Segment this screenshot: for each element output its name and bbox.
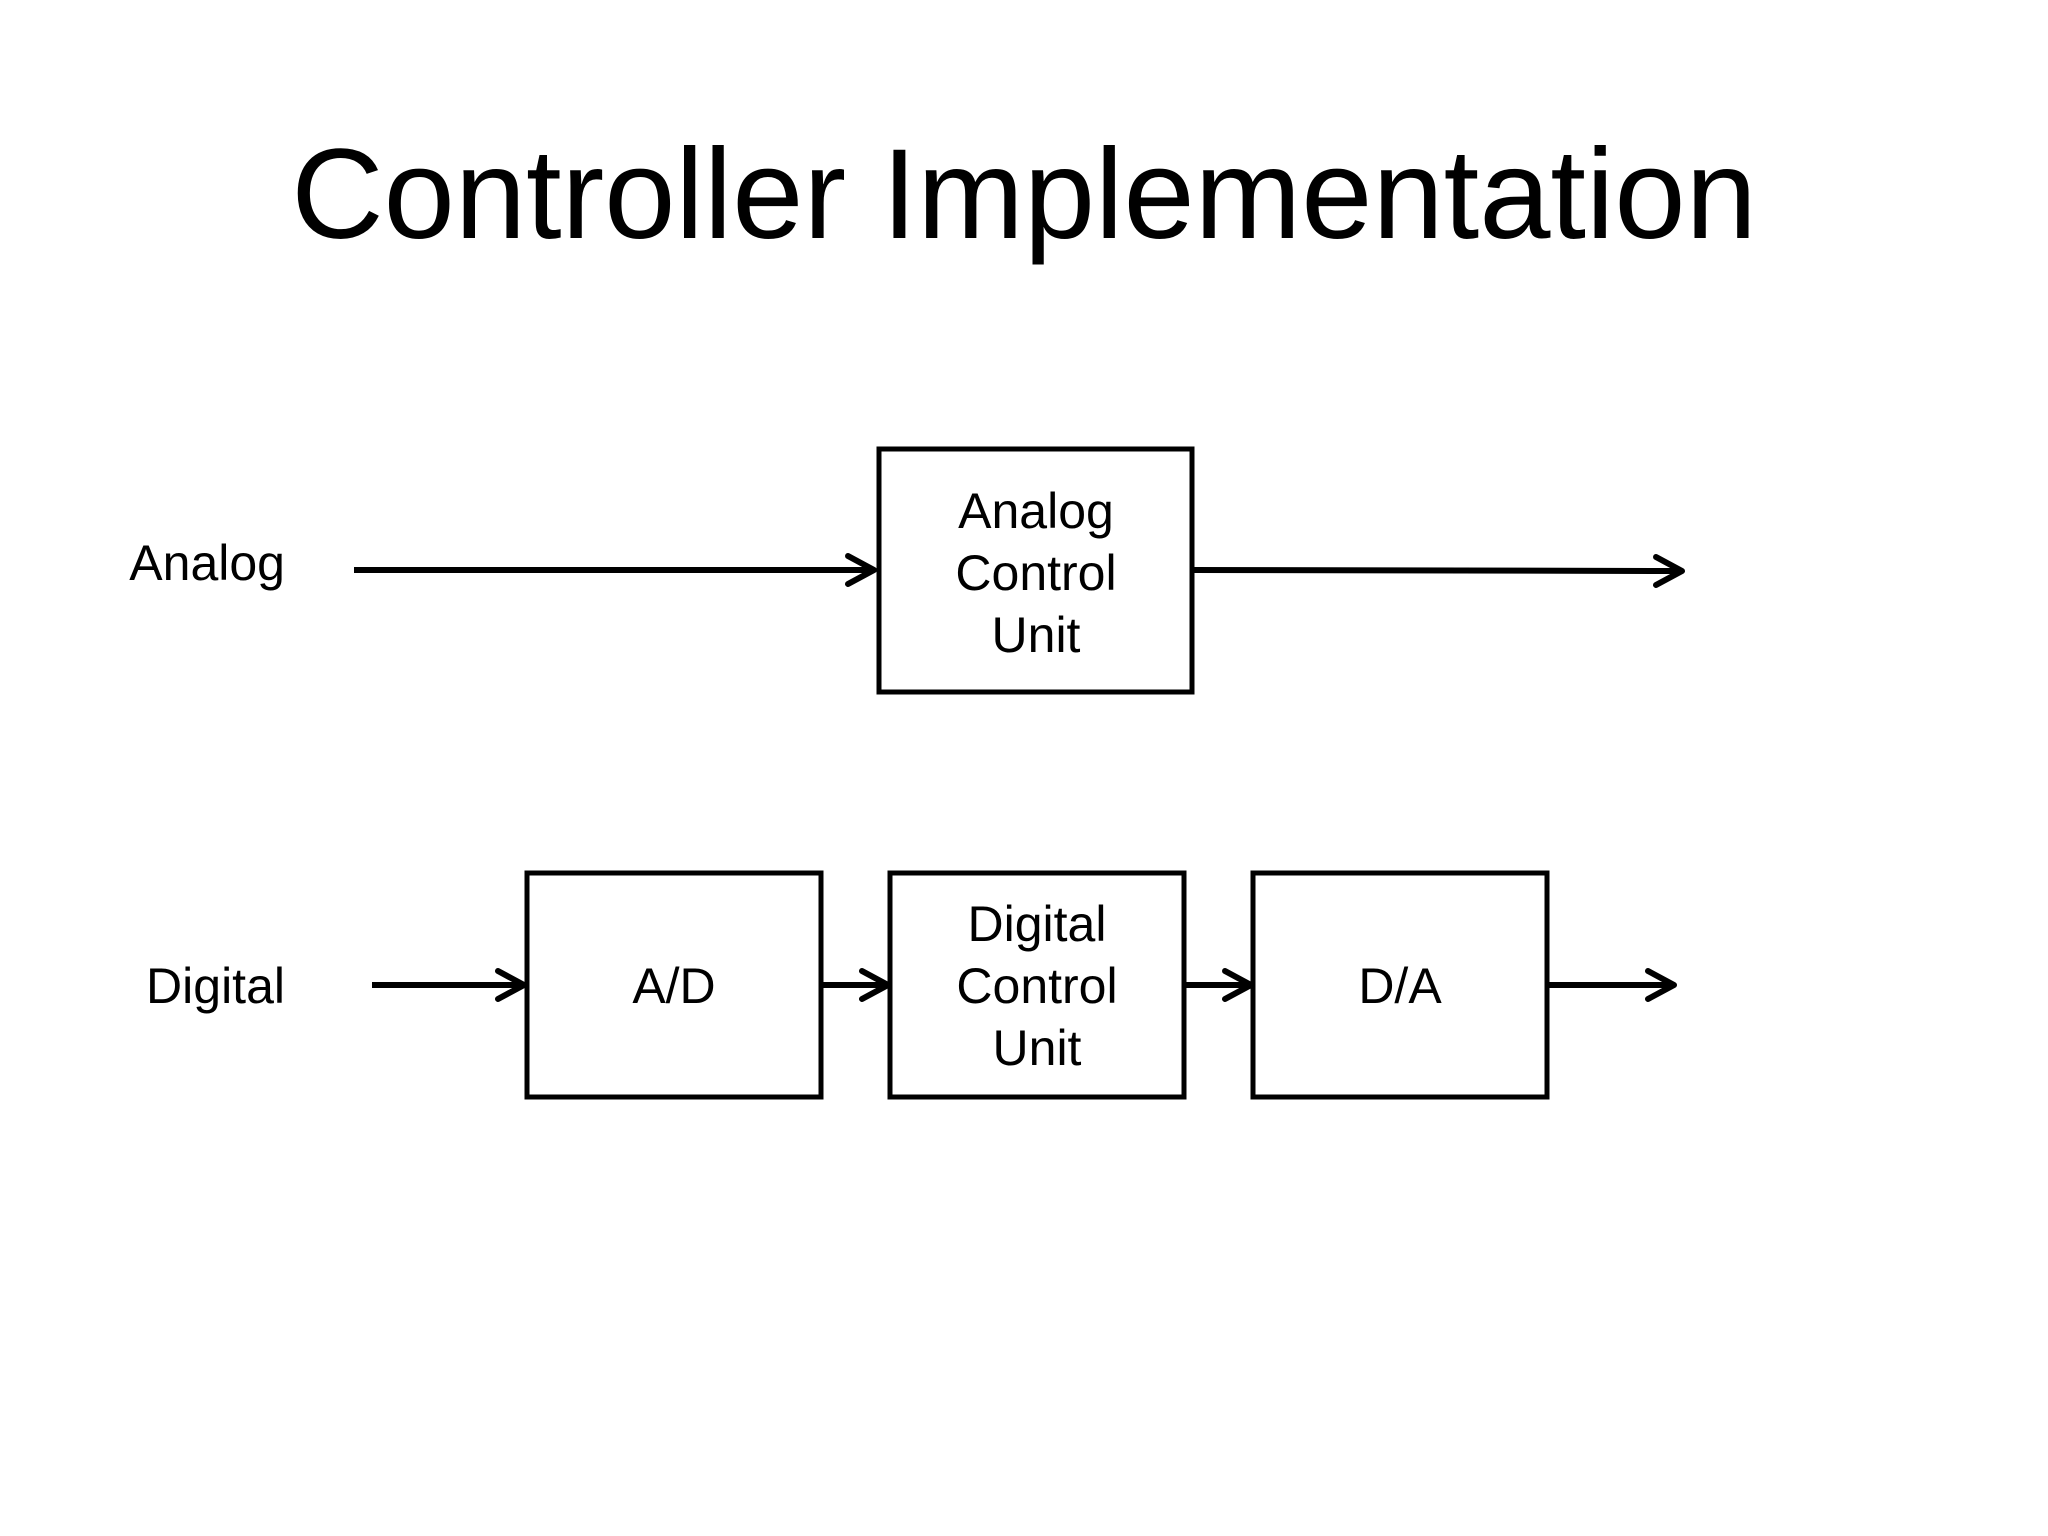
analog-input-arrow bbox=[354, 553, 877, 587]
analog-row: Analog Analog Control Unit bbox=[129, 446, 1685, 695]
ad-to-control-arrow bbox=[823, 968, 891, 1002]
da-converter-label: D/A bbox=[1358, 958, 1442, 1014]
slide-title: Controller Implementation bbox=[291, 123, 1757, 266]
digital-row-label: Digital bbox=[146, 958, 285, 1014]
analog-control-unit-line-2: Control bbox=[955, 545, 1116, 601]
digital-row: Digital A/D Digital Control Unit bbox=[146, 870, 1677, 1100]
analog-control-unit-line-3: Unit bbox=[992, 607, 1081, 663]
da-converter-block: D/A bbox=[1250, 870, 1550, 1100]
analog-output-arrow bbox=[1193, 554, 1685, 588]
control-to-da-arrow bbox=[1186, 968, 1254, 1002]
digital-control-unit-line-3: Unit bbox=[993, 1020, 1082, 1076]
digital-control-unit-line-2: Control bbox=[956, 958, 1117, 1014]
analog-row-label: Analog bbox=[129, 535, 285, 591]
digital-output-arrow bbox=[1549, 968, 1677, 1002]
ad-converter-block: A/D bbox=[524, 870, 824, 1100]
digital-control-unit-block: Digital Control Unit bbox=[887, 870, 1187, 1100]
digital-input-arrow bbox=[372, 968, 527, 1002]
digital-control-unit-line-1: Digital bbox=[968, 896, 1107, 952]
analog-control-unit-line-1: Analog bbox=[958, 483, 1114, 539]
analog-control-unit-block: Analog Control Unit bbox=[876, 446, 1195, 695]
ad-converter-label: A/D bbox=[632, 958, 715, 1014]
